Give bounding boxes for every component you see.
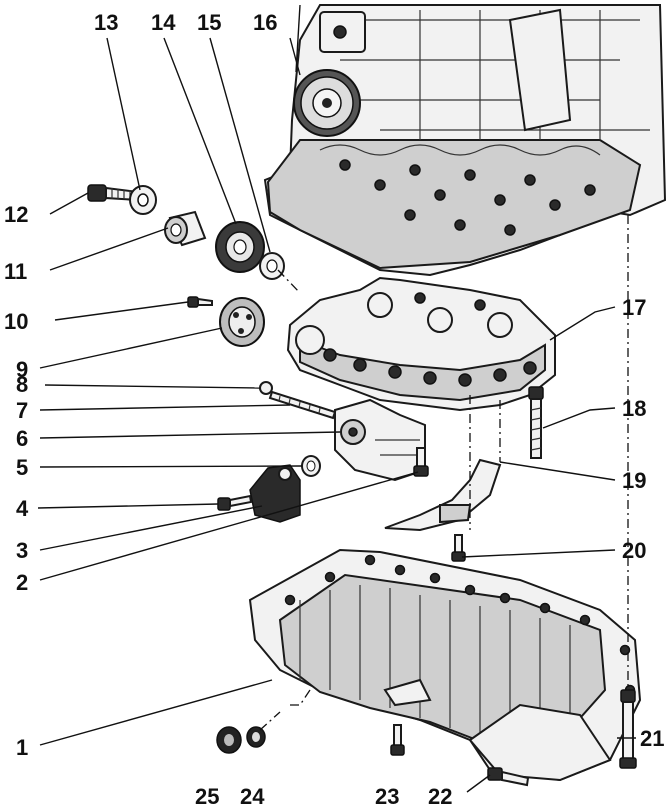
sprocket-9 — [219, 297, 265, 347]
callout-1: 1 — [16, 735, 28, 760]
seal-15 — [259, 252, 285, 280]
leader-lines — [37, 4, 636, 793]
callout-5: 5 — [16, 455, 28, 480]
callout-8: 8 — [16, 372, 28, 397]
drain-plug-25 — [216, 726, 242, 754]
bolt-23 — [390, 724, 405, 756]
callout-19: 19 — [622, 468, 646, 493]
callout-7: 7 — [16, 398, 28, 423]
callout-24: 24 — [240, 784, 265, 809]
callout-10: 10 — [4, 309, 28, 334]
oil-pickup-pipe — [249, 464, 301, 523]
bolt-7 — [268, 390, 337, 420]
callout-2: 2 — [16, 570, 28, 595]
callout-22: 22 — [428, 784, 452, 809]
assembly-axes — [259, 215, 629, 731]
callout-13: 13 — [94, 10, 118, 35]
bushing-11 — [164, 210, 207, 247]
gear-14 — [215, 221, 265, 273]
o-ring-8 — [259, 381, 273, 395]
callout-4: 4 — [16, 496, 29, 521]
crankshaft-sprocket — [293, 69, 361, 137]
callout-14: 14 — [151, 10, 176, 35]
engine-block — [263, 4, 667, 277]
callout-16: 16 — [253, 10, 277, 35]
callout-18: 18 — [622, 396, 646, 421]
callout-labels: 13 14 15 16 12 11 10 9 8 7 6 5 4 3 2 1 1… — [4, 10, 664, 809]
oil-pump — [334, 398, 426, 482]
callout-23: 23 — [375, 784, 399, 809]
callout-6: 6 — [16, 426, 28, 451]
bolt-22 — [487, 767, 530, 787]
screw-4 — [217, 494, 253, 511]
callout-12: 12 — [4, 202, 28, 227]
callout-11: 11 — [4, 259, 27, 284]
callout-17: 17 — [622, 295, 646, 320]
oil-baffle — [384, 458, 502, 532]
washer-13 — [129, 185, 157, 215]
washer-24 — [246, 726, 266, 748]
callout-3: 3 — [16, 538, 28, 563]
o-ring-5 — [301, 455, 321, 477]
bolt-21 — [619, 689, 637, 769]
screw-10 — [187, 296, 213, 308]
callout-21: 21 — [640, 726, 664, 751]
bolt-18 — [528, 386, 544, 459]
oil-pan — [248, 548, 642, 782]
callout-9: 9 — [16, 357, 28, 382]
callout-15: 15 — [197, 10, 221, 35]
callout-20: 20 — [622, 538, 646, 563]
bolt-2 — [413, 447, 429, 477]
oil-pump-balancer-housing — [286, 276, 556, 412]
callout-25: 25 — [195, 784, 219, 809]
